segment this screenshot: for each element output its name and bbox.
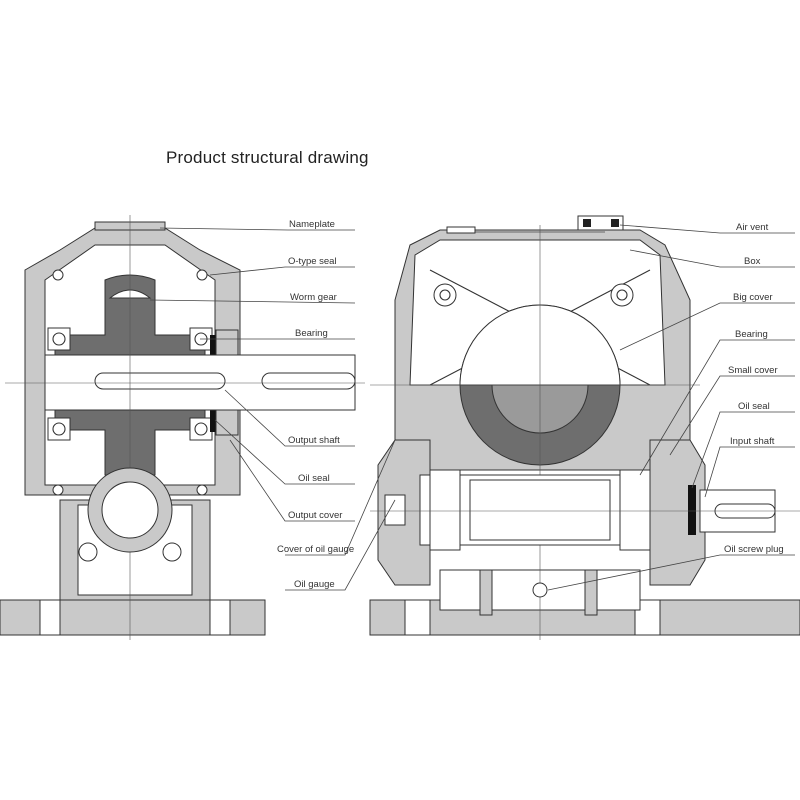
bearing [47,417,71,441]
oil-seal [210,410,216,432]
label-air-vent: Air vent [736,222,769,233]
front-section-view [369,215,800,640]
label-box: Box [744,256,761,267]
label-big-cover: Big cover [733,292,773,303]
label-oil-screw-plug: Oil screw plug [724,544,784,555]
small-cover [649,439,706,586]
label-output-cover: Output cover [288,510,342,521]
oil-gauge [384,494,406,526]
label-input-shaft: Input shaft [730,436,775,447]
label-oil-seal-right: Oil seal [738,401,770,412]
bearing [189,417,213,441]
o-type-seal [210,335,216,357]
label-bearing-right: Bearing [735,329,768,340]
nameplate [446,226,476,234]
label-output-shaft: Output shaft [288,435,340,446]
label-bearing: Bearing [295,328,328,339]
oil-seal [688,485,696,535]
bearing [619,469,651,551]
diagram-title: Product structural drawing [166,148,369,167]
label-oil-gauge: Oil gauge [294,579,335,590]
right-labels: Air vent Box Big cover Bearing Small cov… [724,222,784,555]
leader-lines [149,224,795,591]
bearing [429,469,461,551]
label-small-cover: Small cover [728,365,778,376]
oil-screw-plug [532,582,548,598]
label-nameplate: Nameplate [289,219,335,230]
bolt-hole [162,542,182,562]
foot-slot [39,599,61,636]
bearing [47,327,71,351]
foot-slot [209,599,231,636]
label-cover-of-oil-gauge: Cover of oil gauge [277,544,354,555]
label-o-type-seal: O-type seal [288,256,337,267]
bolt-hole [78,542,98,562]
label-oil-seal: Oil seal [298,473,330,484]
left-labels: Nameplate O-type seal Worm gear Bearing … [277,219,354,590]
side-section-view [0,215,365,640]
label-worm-gear: Worm gear [290,292,337,303]
shaft-keyway [94,372,226,390]
